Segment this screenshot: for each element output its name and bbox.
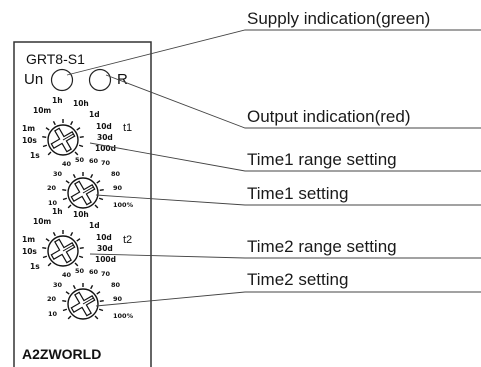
set-mark-60: 60 bbox=[89, 268, 99, 276]
range-mark-1m: 1m bbox=[22, 235, 35, 244]
set-mark-30: 30 bbox=[53, 281, 63, 289]
leader-t2-range bbox=[89, 253, 481, 259]
knob-grip-icon bbox=[70, 180, 96, 206]
range-mark-100d: 100d bbox=[95, 255, 116, 264]
range-mark-10m: 10m bbox=[33, 217, 51, 226]
knob-grip-icon bbox=[50, 127, 76, 153]
set-mark-50: 50 bbox=[75, 156, 85, 164]
time2-range-dial[interactable] bbox=[42, 230, 84, 267]
time1-setting-dial[interactable] bbox=[62, 172, 104, 209]
time2-range-marks: 1s 10s 1m 10m 1h 10h 1d 10d 30d 100d bbox=[22, 207, 116, 271]
knob-grip-icon bbox=[50, 238, 76, 264]
set-mark-10: 10 bbox=[48, 310, 58, 318]
leader-t1-range bbox=[89, 142, 481, 172]
r-label: R bbox=[117, 71, 128, 88]
callout-leaders bbox=[66, 29, 481, 307]
set-mark-30: 30 bbox=[53, 170, 63, 178]
dial-ticks bbox=[62, 172, 104, 209]
callout-t1-set: Time1 setting bbox=[247, 184, 348, 203]
range-mark-10m: 10m bbox=[33, 106, 51, 115]
leader-output bbox=[105, 74, 481, 129]
range-mark-1m: 1m bbox=[22, 124, 35, 133]
set-mark-40: 40 bbox=[62, 271, 72, 279]
output-indicator-led bbox=[88, 68, 112, 92]
set-mark-40: 40 bbox=[62, 160, 72, 168]
callout-output: Output indication(red) bbox=[247, 107, 410, 126]
dial-ticks bbox=[42, 119, 84, 156]
knob-grip-icon bbox=[70, 291, 96, 317]
range-mark-30d: 30d bbox=[97, 244, 113, 253]
range-mark-1s: 1s bbox=[30, 151, 40, 160]
time1-range-dial[interactable] bbox=[42, 119, 84, 156]
callout-t2-set: Time2 setting bbox=[247, 270, 348, 289]
callout-supply: Supply indication(green) bbox=[247, 9, 430, 28]
range-mark-10s: 10s bbox=[22, 136, 37, 145]
t1-label: t1 bbox=[123, 122, 132, 134]
time1-setting-marks: 10 20 30 40 50 60 70 80 90 100% bbox=[47, 156, 134, 209]
dial-ticks bbox=[42, 230, 84, 267]
callout-t1-range: Time1 range setting bbox=[247, 150, 397, 169]
callout-t2-range: Time2 range setting bbox=[247, 237, 397, 256]
set-mark-10: 10 bbox=[48, 199, 58, 207]
un-label: Un bbox=[24, 71, 43, 88]
set-mark-100: 100% bbox=[113, 201, 134, 209]
leader-t2-set bbox=[95, 291, 481, 307]
range-mark-10s: 10s bbox=[22, 247, 37, 256]
range-mark-1s: 1s bbox=[30, 262, 40, 271]
time2-setting-marks: 10 20 30 40 50 60 70 80 90 100% bbox=[47, 267, 134, 320]
range-mark-10d: 10d bbox=[96, 233, 112, 242]
range-mark-1h: 1h bbox=[52, 96, 63, 105]
model-label: GRT8-S1 bbox=[26, 51, 85, 67]
supply-indicator-led bbox=[50, 68, 74, 92]
range-mark-10h: 10h bbox=[73, 210, 89, 219]
range-mark-1d: 1d bbox=[89, 110, 100, 119]
t2-label: t2 bbox=[123, 234, 132, 246]
time2-setting-dial[interactable] bbox=[62, 283, 104, 320]
set-mark-70: 70 bbox=[101, 270, 111, 278]
time1-range-marks: 1s 10s 1m 10m 1h 10h 1d 10d 30d 100d bbox=[22, 96, 116, 160]
set-mark-20: 20 bbox=[47, 295, 57, 303]
set-mark-90: 90 bbox=[113, 184, 123, 192]
range-mark-1h: 1h bbox=[52, 207, 63, 216]
set-mark-80: 80 bbox=[111, 170, 121, 178]
set-mark-20: 20 bbox=[47, 184, 57, 192]
range-mark-10d: 10d bbox=[96, 122, 112, 131]
range-mark-10h: 10h bbox=[73, 99, 89, 108]
range-mark-1d: 1d bbox=[89, 221, 100, 230]
set-mark-100: 100% bbox=[113, 312, 134, 320]
range-mark-100d: 100d bbox=[95, 144, 116, 153]
leader-t1-set bbox=[95, 194, 481, 206]
dial-ticks bbox=[62, 283, 104, 320]
set-mark-90: 90 bbox=[113, 295, 123, 303]
leader-supply bbox=[66, 29, 481, 76]
brand-logo: A2ZWORLD bbox=[22, 346, 101, 362]
set-mark-50: 50 bbox=[75, 267, 85, 275]
set-mark-60: 60 bbox=[89, 157, 99, 165]
range-mark-30d: 30d bbox=[97, 133, 113, 142]
set-mark-70: 70 bbox=[101, 159, 111, 167]
set-mark-80: 80 bbox=[111, 281, 121, 289]
